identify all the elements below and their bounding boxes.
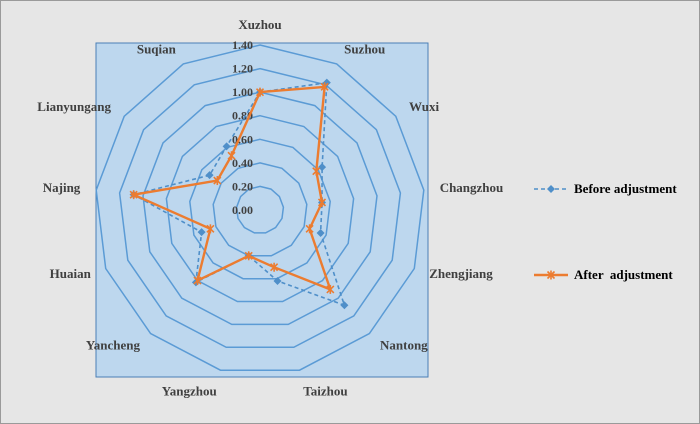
data-point — [316, 228, 325, 237]
data-point — [317, 197, 327, 207]
data-point — [206, 224, 215, 234]
data-point — [197, 228, 206, 237]
category-label: Lianyungang — [37, 99, 111, 114]
data-point — [547, 185, 555, 193]
data-point — [270, 262, 279, 272]
category-label: Yangzhou — [162, 384, 217, 399]
grid-ring — [142, 91, 378, 326]
data-point — [205, 171, 214, 180]
grid-ring — [95, 44, 425, 371]
data-point — [227, 151, 236, 161]
category-label: Wuxi — [409, 99, 439, 114]
tick-label: 0.60 — [232, 132, 253, 146]
category-label: Suqian — [137, 42, 177, 57]
category-label: Taizhou — [303, 384, 347, 399]
tick-label: 1.00 — [232, 85, 253, 99]
data-point — [222, 142, 231, 151]
data-point — [312, 166, 321, 176]
data-point — [213, 176, 222, 186]
data-point — [320, 82, 329, 92]
data-point — [326, 284, 335, 294]
category-label: Changzhou — [440, 180, 504, 195]
series-line — [131, 81, 346, 307]
grid-ring — [189, 138, 331, 280]
category-label: Yancheng — [86, 338, 141, 353]
grid-ring — [212, 162, 308, 257]
data-point — [340, 301, 349, 310]
grid-ring — [165, 114, 355, 303]
data-point — [129, 190, 138, 200]
series-layer — [129, 78, 349, 310]
tick-label: 1.40 — [232, 38, 253, 52]
data-point — [255, 87, 265, 97]
legend-label: After adjustment — [574, 267, 673, 282]
tick-label: 0.00 — [232, 203, 253, 217]
radar-grid — [95, 44, 425, 371]
grid-ring — [235, 185, 285, 234]
series-line — [129, 85, 333, 292]
data-point — [244, 251, 253, 261]
category-label: Zhengjiang — [429, 266, 493, 281]
data-point — [193, 276, 202, 286]
grid-ring — [118, 67, 402, 349]
tick-label: 0.20 — [232, 179, 253, 193]
category-label: Huaian — [50, 266, 92, 281]
legend-label: Before adjustment — [574, 181, 677, 196]
data-point — [273, 276, 282, 285]
tick-label: 1.20 — [232, 62, 253, 76]
category-label: Xuzhou — [238, 17, 281, 32]
plot-area — [95, 42, 429, 378]
category-label: Nantong — [380, 338, 428, 353]
category-labels: XuzhouSuzhouWuxiChangzhouZhengjiangNanto… — [37, 17, 503, 399]
data-point — [305, 224, 314, 234]
data-point — [546, 270, 556, 280]
category-label: Suzhou — [344, 42, 385, 57]
tick-label: 0.40 — [232, 156, 253, 170]
data-point — [318, 163, 327, 172]
category-label: Najing — [43, 180, 81, 195]
